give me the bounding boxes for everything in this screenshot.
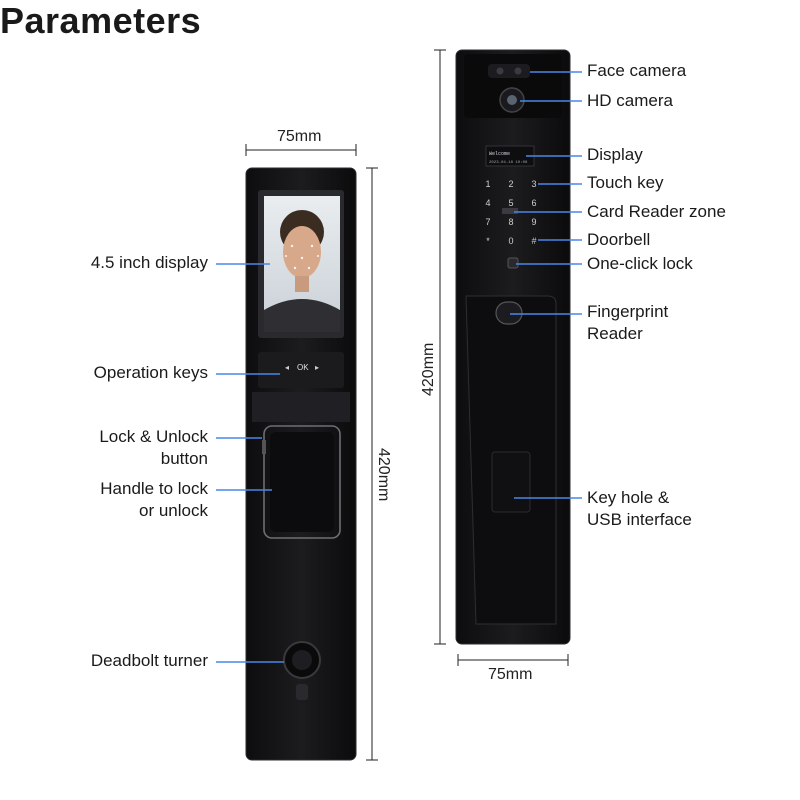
label-lock-unlock-line2: button [160,449,208,468]
keypad-key: 4 [485,198,490,208]
face-photo [264,196,340,332]
right-lock-rear-view: Welcome 2023-04-18 10:08 1 2 3 4 5 6 7 8 9 * 0 # [455,49,571,645]
left-handle [262,425,341,539]
label-face-camera: Face camera [587,61,687,80]
right-dimension-lines [434,49,569,666]
label-handle-line2: or unlock [139,501,208,520]
label-fingerprint-line2: Reader [587,324,643,343]
label-display-right: Display [587,145,643,164]
keypad-key: 9 [531,217,536,227]
left-dimension-lines [245,144,378,761]
keypad-key: 7 [485,217,490,227]
keypad-key: 6 [531,198,536,208]
right-leader-lines [510,71,582,499]
keypad-key: 0 [508,236,513,246]
left-leader-lines [216,263,284,663]
screen-text-line1: Welcome [489,151,510,157]
label-card-reader: Card Reader zone [587,202,726,221]
keypad-key: 2 [508,179,513,189]
svg-text:▸: ▸ [315,363,319,372]
label-one-click-lock: One-click lock [587,254,693,273]
keypad-key: # [531,236,536,246]
label-handle-line1: Handle to lock [100,479,208,498]
label-operation-keys: Operation keys [93,363,208,382]
keypad-key: 8 [508,217,513,227]
label-display-left: 4.5 inch display [90,253,208,272]
screen-text-line2: 2023-04-18 10:08 [489,161,528,165]
keypad-key: 1 [485,179,490,189]
label-hd-camera: HD camera [587,91,673,110]
right-handle [465,295,557,625]
label-keyhole-line2: USB interface [587,510,692,529]
label-lock-unlock-line1: Lock & Unlock [99,427,208,446]
left-width-dimension: 75mm [277,128,322,145]
right-width-dimension: 75mm [488,666,533,683]
keypad-key: 3 [531,179,536,189]
label-touch-key: Touch key [587,173,664,192]
label-fingerprint-line1: Fingerprint [587,302,669,321]
keypad-key: 5 [508,198,513,208]
ok-key-label: OK [297,363,309,372]
label-keyhole-line1: Key hole & [587,488,670,507]
keypad-key: * [486,236,490,246]
label-deadbolt: Deadbolt turner [90,651,208,670]
left-lock-front-view: ◂ OK ▸ [245,167,357,761]
svg-text:◂: ◂ [285,363,289,372]
right-height-dimension: 420mm [420,342,437,396]
left-height-dimension: 420mm [375,448,392,502]
keypad: 1 2 3 4 5 6 7 8 9 * 0 # [485,179,536,246]
label-doorbell: Doorbell [587,230,651,249]
page-title: Parameters [0,0,202,41]
